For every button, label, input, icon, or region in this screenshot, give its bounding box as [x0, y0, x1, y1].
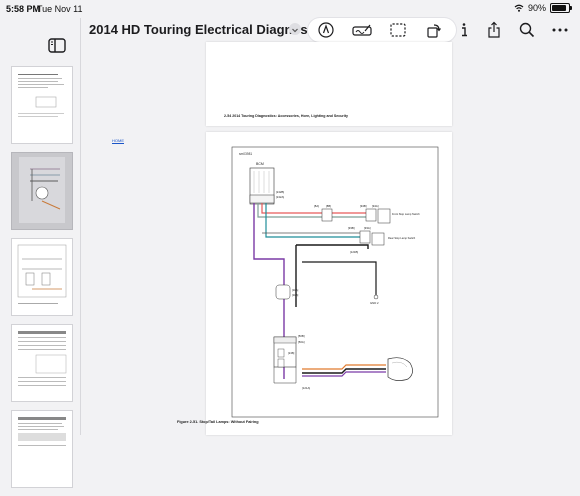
- bcm-label: BCM: [256, 162, 264, 166]
- info-icon: [462, 23, 467, 37]
- search-icon: [519, 22, 535, 38]
- page-thumbnail[interactable]: [11, 66, 73, 144]
- thumbnail-diagram-page: [17, 244, 67, 304]
- connector-label: [11A]: [292, 288, 299, 292]
- rotate-icon: [427, 24, 441, 38]
- sidebar-toggle-icon[interactable]: [48, 38, 66, 53]
- markup-pen-button[interactable]: [314, 18, 338, 42]
- home-link[interactable]: HOME: [112, 138, 124, 143]
- rotate-button[interactable]: [422, 18, 446, 42]
- thumbnail-sidebar: [0, 18, 81, 488]
- connector-label: [248]: [288, 351, 294, 355]
- markup-tools-pill: [308, 18, 456, 42]
- previous-page: 2-54 2014 Touring Diagnostics: Accessori…: [206, 42, 452, 126]
- wifi-icon: [514, 4, 524, 12]
- connector-label: [8A]: [314, 204, 319, 208]
- chevron-down-icon: [292, 28, 298, 33]
- document-title[interactable]: 2014 HD Touring Electrical Diagnost...: [89, 22, 323, 37]
- document-viewer[interactable]: 2-54 2014 Touring Diagnostics: Accessori…: [81, 42, 580, 435]
- connector-label: [93A]: [364, 226, 371, 230]
- thumbnail-text-page: [18, 74, 64, 117]
- more-icon: [552, 28, 568, 32]
- search-button[interactable]: [515, 18, 539, 42]
- battery-percent: 90%: [527, 3, 546, 13]
- thumbnail-wiring-page: [19, 157, 65, 223]
- connector-label: [94B]: [360, 204, 367, 208]
- status-bar: 5:58 PM Tue Nov 11 90%: [0, 0, 580, 18]
- wiring-diagram: sm03981 BCM [242B] [242A] [8A] [8B] [94B…: [231, 146, 439, 418]
- connector-label: [50A]: [298, 340, 305, 344]
- page-thumbnail[interactable]: [11, 410, 73, 488]
- info-button[interactable]: [452, 18, 476, 42]
- thumbnail-table-page: [18, 331, 67, 386]
- connector-label: [121B]: [350, 250, 358, 254]
- page-footer: 2-54 2014 Touring Diagnostics: Accessori…: [224, 114, 349, 118]
- status-time: 5:58 PM: [6, 4, 41, 14]
- highlighter-button[interactable]: [350, 18, 374, 42]
- page-thumbnail-selected[interactable]: [11, 152, 73, 230]
- thumbnail-list: [11, 66, 73, 496]
- battery-fill: [552, 5, 567, 11]
- markup-pen-icon: [318, 22, 334, 38]
- switch-label: Rear Stop Lamp Switch: [388, 236, 416, 240]
- page-thumbnail[interactable]: [11, 324, 73, 402]
- share-button[interactable]: [482, 18, 506, 42]
- connector-label: [8B]: [326, 204, 331, 208]
- status-date: Tue Nov 11: [37, 4, 83, 14]
- figure-id: sm03981: [239, 152, 252, 156]
- connector-label: [242A]: [276, 195, 284, 199]
- more-button[interactable]: [548, 18, 572, 42]
- status-right: 90%: [514, 3, 572, 13]
- battery-icon: [550, 3, 572, 13]
- toolbar: 2014 HD Touring Electrical Diagnost...: [80, 18, 580, 42]
- select-rectangle-button[interactable]: [386, 18, 410, 42]
- switch-label: Front Stop Lamp Switch: [392, 212, 420, 216]
- figure-caption: Figure 2-51. Stop/Tail Lamps: Without Fa…: [177, 420, 259, 424]
- title-menu-button[interactable]: [289, 23, 301, 35]
- select-rectangle-icon: [390, 23, 406, 37]
- page-thumbnail[interactable]: [11, 238, 73, 316]
- ground-label: GND 2: [370, 301, 379, 305]
- connector-label: [50B]: [298, 334, 305, 338]
- connector-label: [93B]: [348, 226, 355, 230]
- share-icon: [488, 21, 500, 38]
- connector-label: [242B]: [276, 190, 284, 194]
- thumbnail-list-page: [18, 417, 66, 446]
- highlighter-icon: [352, 24, 372, 36]
- connector-label: [11B]: [292, 293, 299, 297]
- connector-label: [94A]: [372, 204, 379, 208]
- connector-label: [121A]: [302, 386, 310, 390]
